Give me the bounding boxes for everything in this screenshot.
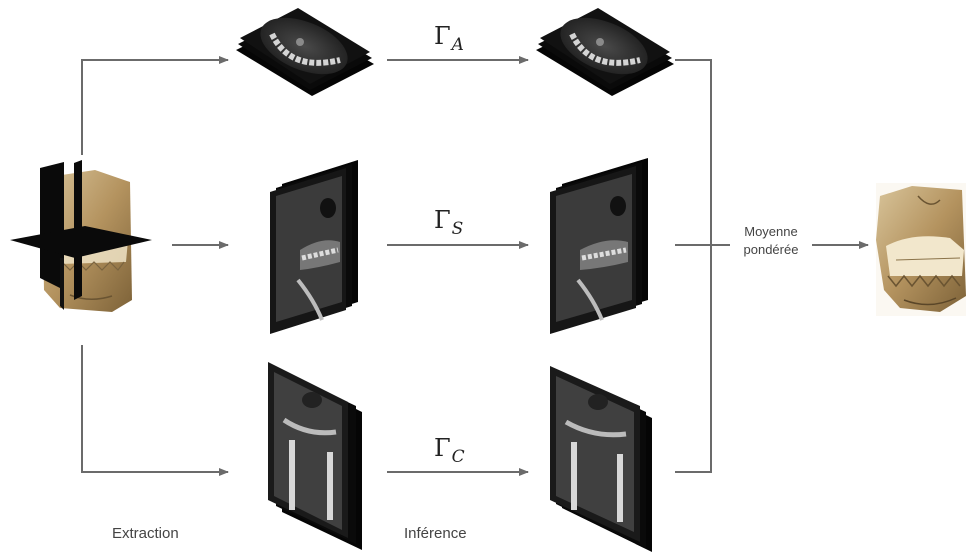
operator-symbol: Γ [434,206,451,234]
input-volume-3d [10,160,152,312]
sagittal-slice-stack-output [550,158,648,334]
operator-gamma-c: ΓC [434,434,465,467]
axial-slice-stack-input [236,8,374,96]
connectors [81,56,869,476]
operator-subscript: C [452,447,465,467]
svg-text:ΓS: ΓS [434,206,463,239]
operator-subscript: A [450,35,464,55]
inference-label: Inférence [404,525,467,542]
merge-label-line2: pondérée [743,242,799,257]
arrow-to-coronal [81,345,229,476]
svg-text:ΓA: ΓA [434,22,464,55]
merge-bracket [675,59,712,473]
sagittal-slice-stack-input [270,160,358,334]
merge-label: Moyenne pondérée [733,223,809,259]
operator-gamma-a: ΓA [434,22,464,55]
svg-text:ΓC: ΓC [434,434,465,467]
output-volume-3d [876,183,966,316]
axial-slice-stack-output [536,8,674,96]
arrow-to-axial [81,56,229,155]
operator-gamma-s: ΓS [434,206,463,239]
extraction-label: Extraction [112,525,179,542]
coronal-slice-stack-input [268,362,362,550]
coronal-slice-stack-output [550,366,652,552]
operator-subscript: S [452,219,464,239]
merge-label-line1: Moyenne [744,224,798,239]
operator-symbol: Γ [434,434,451,462]
operator-symbol: Γ [434,22,451,50]
